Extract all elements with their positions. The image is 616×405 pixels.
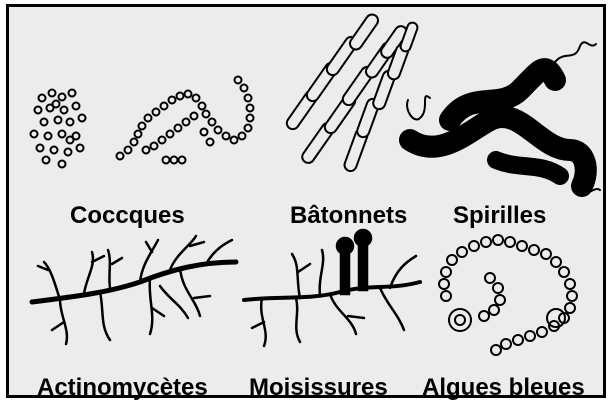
label-molds: Moisissures xyxy=(249,376,388,400)
molds-drawing xyxy=(244,230,420,346)
spirilla-drawing xyxy=(407,42,600,192)
label-bacilli: Bâtonnets xyxy=(290,204,407,228)
streptococci-chain-drawing xyxy=(117,77,254,164)
bacilli-rods-drawing xyxy=(284,12,418,173)
label-actinomycetes: Actinomycètes xyxy=(37,376,208,400)
label-blue-algae: Algues bleues xyxy=(422,376,585,400)
blue-algae-drawing xyxy=(439,235,577,355)
cocci-cluster-drawing xyxy=(31,90,86,168)
label-cocci: Coccques xyxy=(70,204,185,228)
label-spirilla: Spirilles xyxy=(453,204,546,228)
actinomycetes-drawing xyxy=(32,236,236,344)
